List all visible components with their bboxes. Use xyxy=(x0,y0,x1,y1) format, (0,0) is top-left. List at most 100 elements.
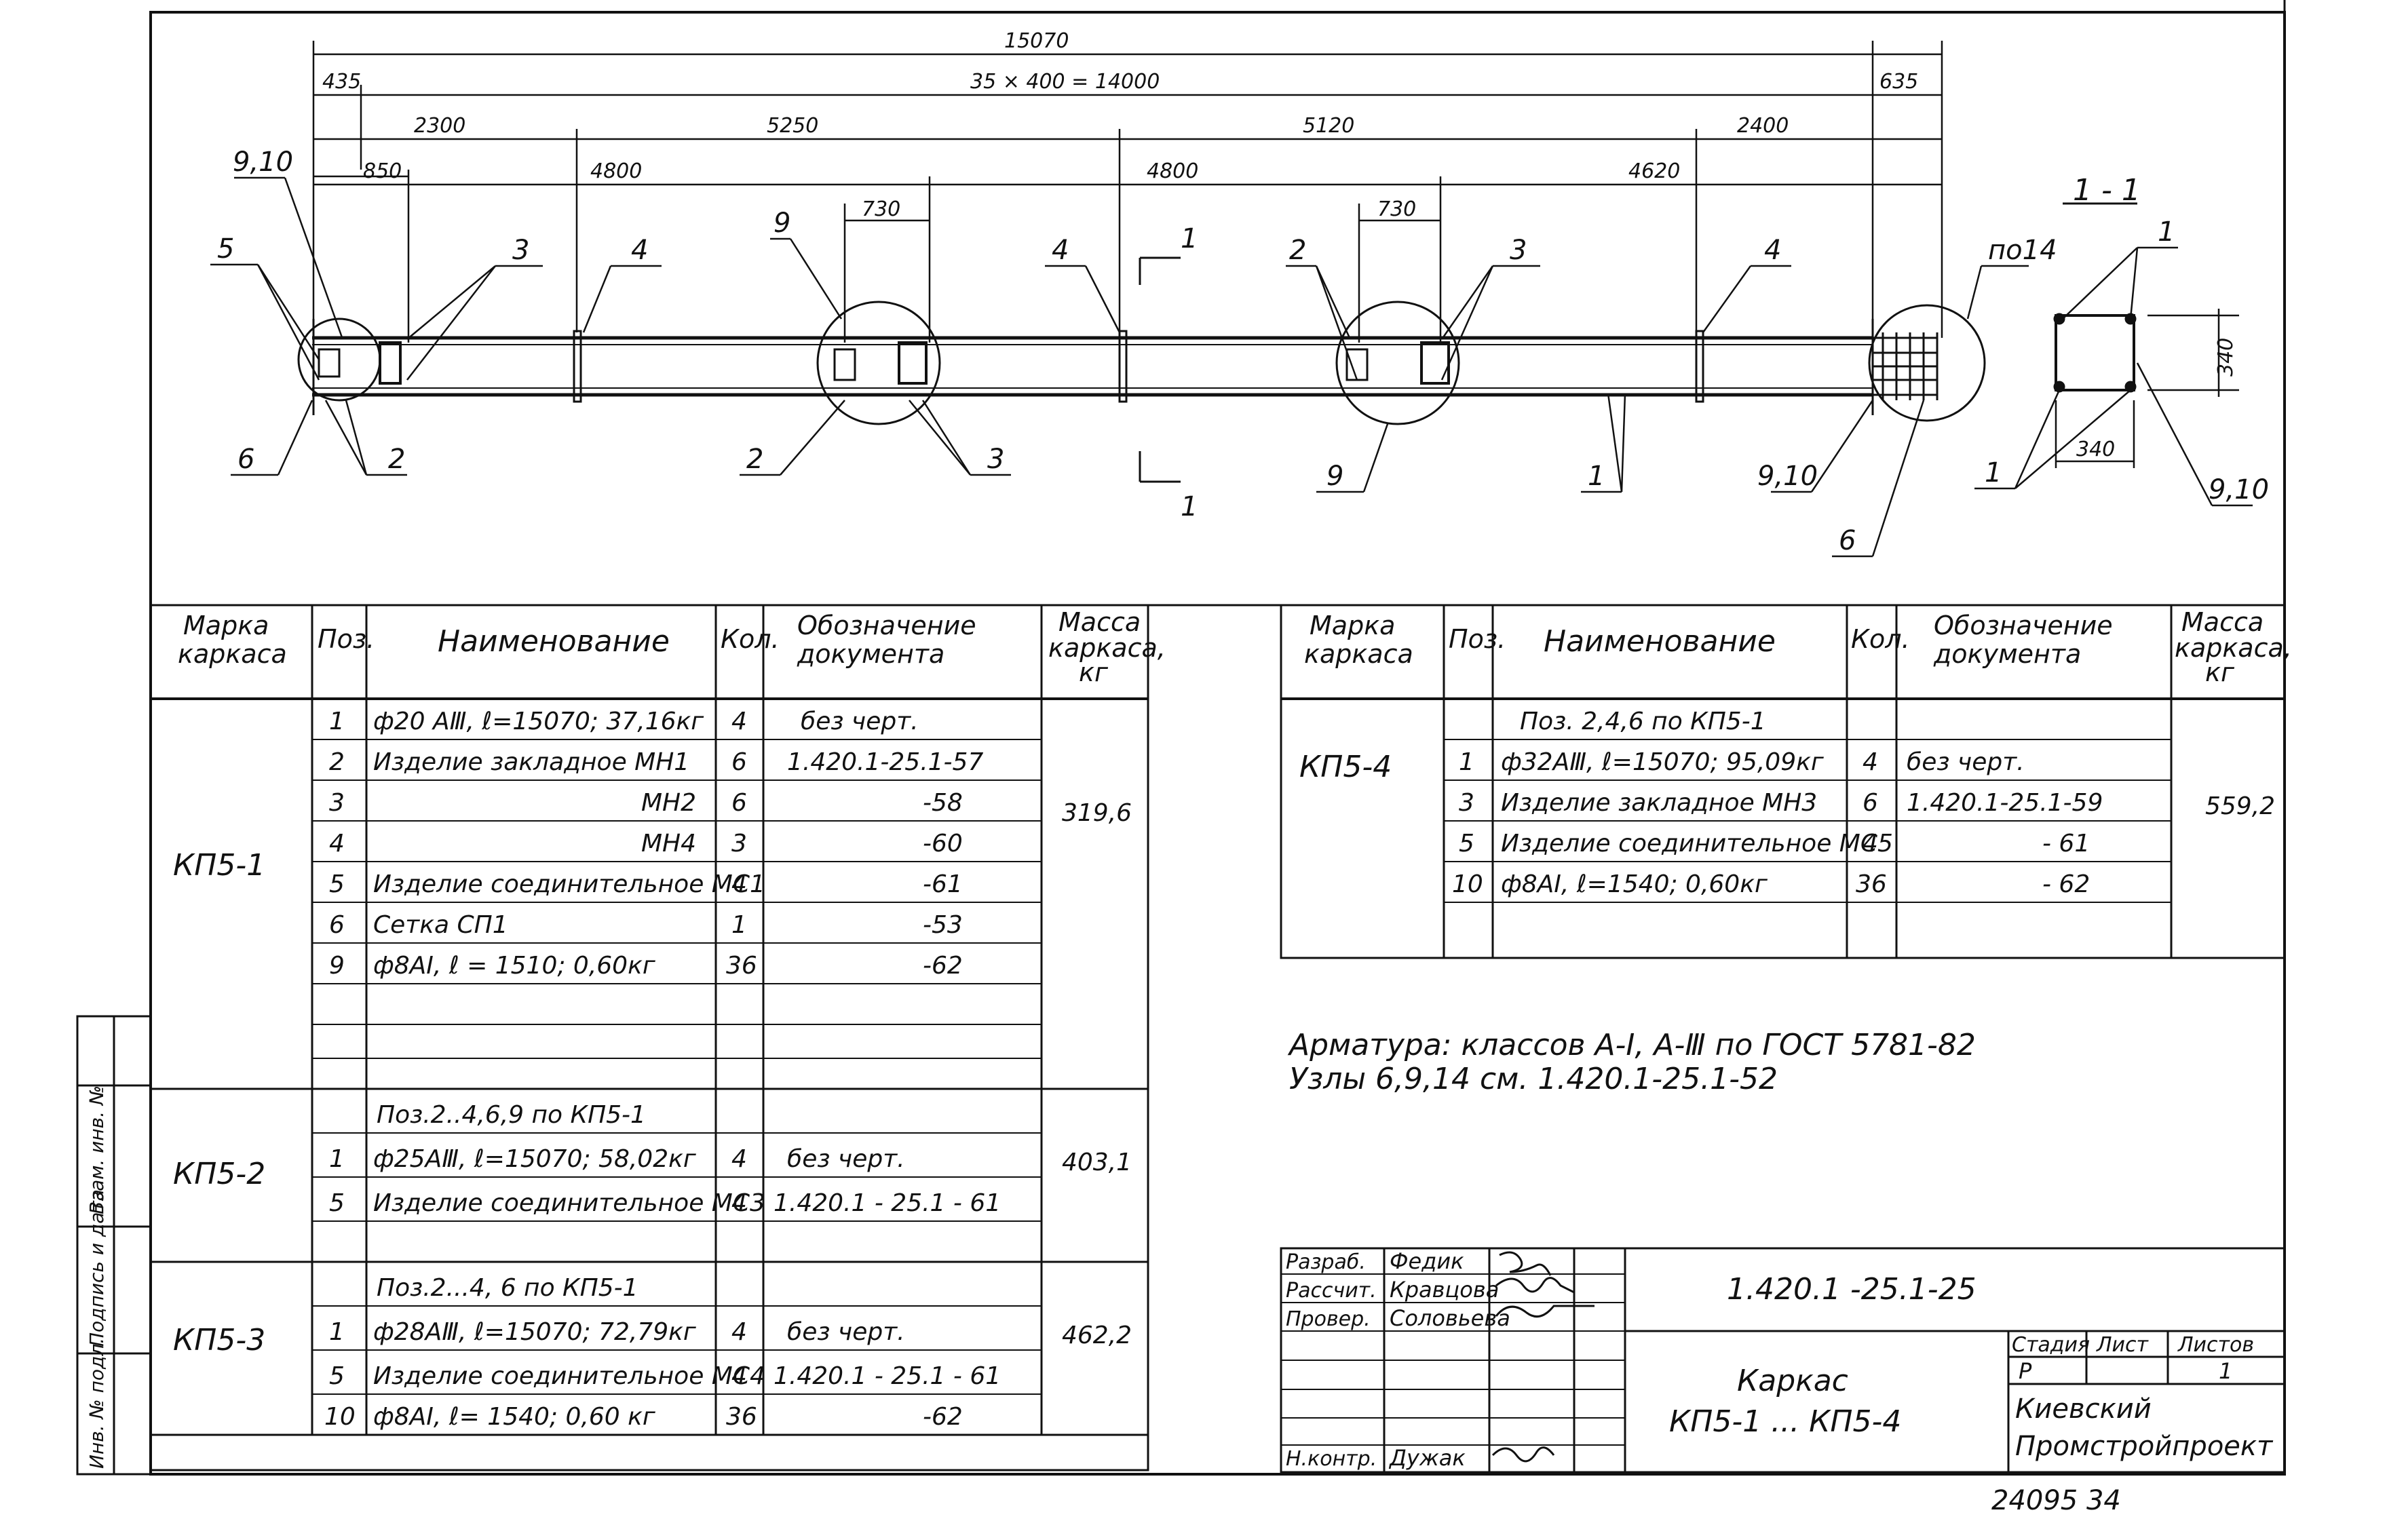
note-reinforcement: Арматура: классов А-I, А-Ⅲ по ГОСТ 5781-… xyxy=(1287,1028,1976,1062)
kp5-3-r3-doc: -62 xyxy=(923,1403,963,1431)
label-pos-4-b: 4 xyxy=(1052,235,1069,266)
tb-name-calculated: Кравцова xyxy=(1390,1277,1499,1303)
kp5-4-rows: 1 ф32АⅢ, ℓ=15070; 95,09кг 4 без черт. 3 … xyxy=(1452,748,2103,898)
kp5-1-r2-qty: 6 xyxy=(731,748,747,776)
kp5-2-mass: 403,1 xyxy=(1062,1149,1132,1176)
stamp-inv-label: Инв. № подл. xyxy=(85,1338,108,1469)
kp5-2-r1-name: ф25АⅢ, ℓ=15070; 58,02кг xyxy=(373,1145,697,1173)
tb-name-checked: Соловьева xyxy=(1390,1305,1510,1331)
kp5-3-r2-name: Изделие соединительное МС4 xyxy=(373,1362,765,1390)
note-nodes: Узлы 6,9,14 см. 1.420.1-25.1-52 xyxy=(1289,1062,1778,1096)
kp5-1-r3-name: МН2 xyxy=(641,789,696,817)
dim-lower-3: 4620 xyxy=(1628,159,1680,183)
kp5-1-r5-pos: 5 xyxy=(329,870,345,898)
kp5-3-r2-pos: 5 xyxy=(329,1362,345,1390)
kp5-4-r2-doc: 1.420.1-25.1-59 xyxy=(1907,789,2103,817)
kp5-1-r3-doc: -58 xyxy=(923,789,963,817)
label-pos-9-10-right: 9,10 xyxy=(1757,461,1818,492)
label-pos-6-left: 6 xyxy=(237,444,254,475)
tb-name-norm-control: Дужак xyxy=(1388,1445,1466,1471)
right-header-pos: Поз. xyxy=(1449,624,1506,654)
kp5-1-r2-pos: 2 xyxy=(329,748,345,776)
kp5-1-rows: 1 ф20 АⅢ, ℓ=15070; 37,16кг 4 без черт. 2… xyxy=(329,708,983,980)
left-header-qty: Кол. xyxy=(721,624,780,654)
left-header-name: Наименование xyxy=(438,624,670,659)
kp5-4-r3-pos: 5 xyxy=(1459,830,1474,858)
tb-role-norm-control: Н.контр. xyxy=(1286,1447,1377,1471)
tb-sheets-label: Листов xyxy=(2177,1333,2254,1357)
kp5-4-r3-qty: 4 xyxy=(1863,830,1878,858)
kp5-3-r2-doc: 1.420.1 - 25.1 - 61 xyxy=(774,1362,1001,1390)
label-pos-6-right: 6 xyxy=(1839,525,1856,556)
kp5-1-r4-name: МН4 xyxy=(641,830,696,858)
kp5-3-r3-name: ф8АI, ℓ= 1540; 0,60 кг xyxy=(373,1403,656,1431)
kp5-1-r6-doc: -53 xyxy=(923,911,963,939)
kp5-1-r6-qty: 1 xyxy=(731,911,747,939)
dim-seg-3: 5120 xyxy=(1303,114,1354,138)
kp5-1-r6-pos: 6 xyxy=(329,911,345,939)
section-dim-width: 340 xyxy=(2076,438,2115,461)
tb-sheets-value: 1 xyxy=(2219,1358,2232,1384)
cut-mark-bottom: 1 xyxy=(1181,491,1198,522)
label-pos-1-beam: 1 xyxy=(1588,461,1605,492)
tb-product-title: Каркас xyxy=(1737,1364,1848,1398)
dim-seg-1: 2300 xyxy=(414,114,465,138)
tb-name-developed: Федик xyxy=(1390,1248,1464,1274)
left-header-pos: Поз. xyxy=(318,624,375,654)
kp5-2-note: Поз.2..4,6,9 по КП5-1 xyxy=(377,1101,646,1129)
kp5-1-mass: 319,6 xyxy=(1062,799,1132,827)
kp5-1-r7-qty: 36 xyxy=(726,952,757,980)
kp5-2-r1-doc: без черт. xyxy=(787,1145,905,1173)
label-pos-2-left: 2 xyxy=(388,444,405,475)
dim-spacing-b: 730 xyxy=(862,197,900,221)
kp5-1-r2-name: Изделие закладное МН1 xyxy=(373,748,689,776)
kp5-4-r4-name: ф8АI, ℓ=1540; 0,60кг xyxy=(1501,870,1768,898)
kp5-1-r3-pos: 3 xyxy=(329,789,345,817)
kp5-4-r1-name: ф32АⅢ, ℓ=15070; 95,09кг xyxy=(1501,748,1825,776)
kp5-2-r2-doc: 1.420.1 - 25.1 - 61 xyxy=(774,1189,1001,1217)
right-header-qty: Кол. xyxy=(1851,624,1910,654)
signatures xyxy=(1491,1251,1595,1463)
kp5-3-rows: 1 ф28АⅢ, ℓ=15070; 72,79кг 4 без черт. 5 … xyxy=(324,1318,1001,1431)
dim-seg-4: 2400 xyxy=(1737,114,1789,138)
dim-left-inner: 850 xyxy=(363,159,402,183)
dimension-lines xyxy=(312,41,1943,343)
dim-spacing-c: 730 xyxy=(1377,197,1416,221)
kp5-1-r7-pos: 9 xyxy=(329,952,345,980)
spec-table-right-grid xyxy=(1280,604,2286,959)
kp5-2-r1-qty: 4 xyxy=(731,1145,747,1173)
kp5-4-r2-name: Изделие закладное МН3 xyxy=(1501,789,1817,817)
dim-spacing: 35 × 400 = 14000 xyxy=(970,70,1160,94)
dim-seg-2: 5250 xyxy=(767,114,818,138)
section-pos-1-top: 1 xyxy=(2158,216,2175,248)
label-pos-9-mid: 9 xyxy=(774,208,790,239)
cut-mark-top: 1 xyxy=(1181,223,1198,254)
tb-role-calculated: Рассчит. xyxy=(1286,1279,1377,1303)
kp5-4-r2-pos: 3 xyxy=(1459,789,1474,817)
kp5-1-r5-name: Изделие соединительное МС1 xyxy=(373,870,765,898)
kp5-1-mark: КП5-1 xyxy=(173,848,265,883)
kp5-4-r1-qty: 4 xyxy=(1863,748,1878,776)
title-block-grid xyxy=(1280,1247,2286,1474)
spec-table-left-grid xyxy=(149,604,1149,1471)
stamp-sign-label: Подпись и дата xyxy=(85,1189,108,1347)
kp5-1-r4-doc: -60 xyxy=(923,830,963,858)
kp5-3-mark: КП5-3 xyxy=(173,1323,265,1358)
kp5-3-r1-pos: 1 xyxy=(329,1318,345,1346)
kp5-3-r3-qty: 36 xyxy=(726,1403,757,1431)
kp5-4-r3-name: Изделие соединительное МС5 xyxy=(1501,830,1893,858)
kp5-3-note: Поз.2...4, 6 по КП5-1 xyxy=(377,1274,638,1302)
label-pos-3-right: 3 xyxy=(1510,235,1527,266)
label-pos-3-mid: 3 xyxy=(987,444,1004,475)
dim-lower-1: 4800 xyxy=(590,159,642,183)
kp5-3-r1-name: ф28АⅢ, ℓ=15070; 72,79кг xyxy=(373,1318,697,1346)
label-pos-4-a: 4 xyxy=(631,235,648,266)
label-pos-2-mid: 2 xyxy=(746,444,763,475)
section-cut-marks xyxy=(1139,256,1181,483)
dim-left-end: 435 xyxy=(322,70,361,94)
kp5-2-r1-pos: 1 xyxy=(329,1145,345,1173)
